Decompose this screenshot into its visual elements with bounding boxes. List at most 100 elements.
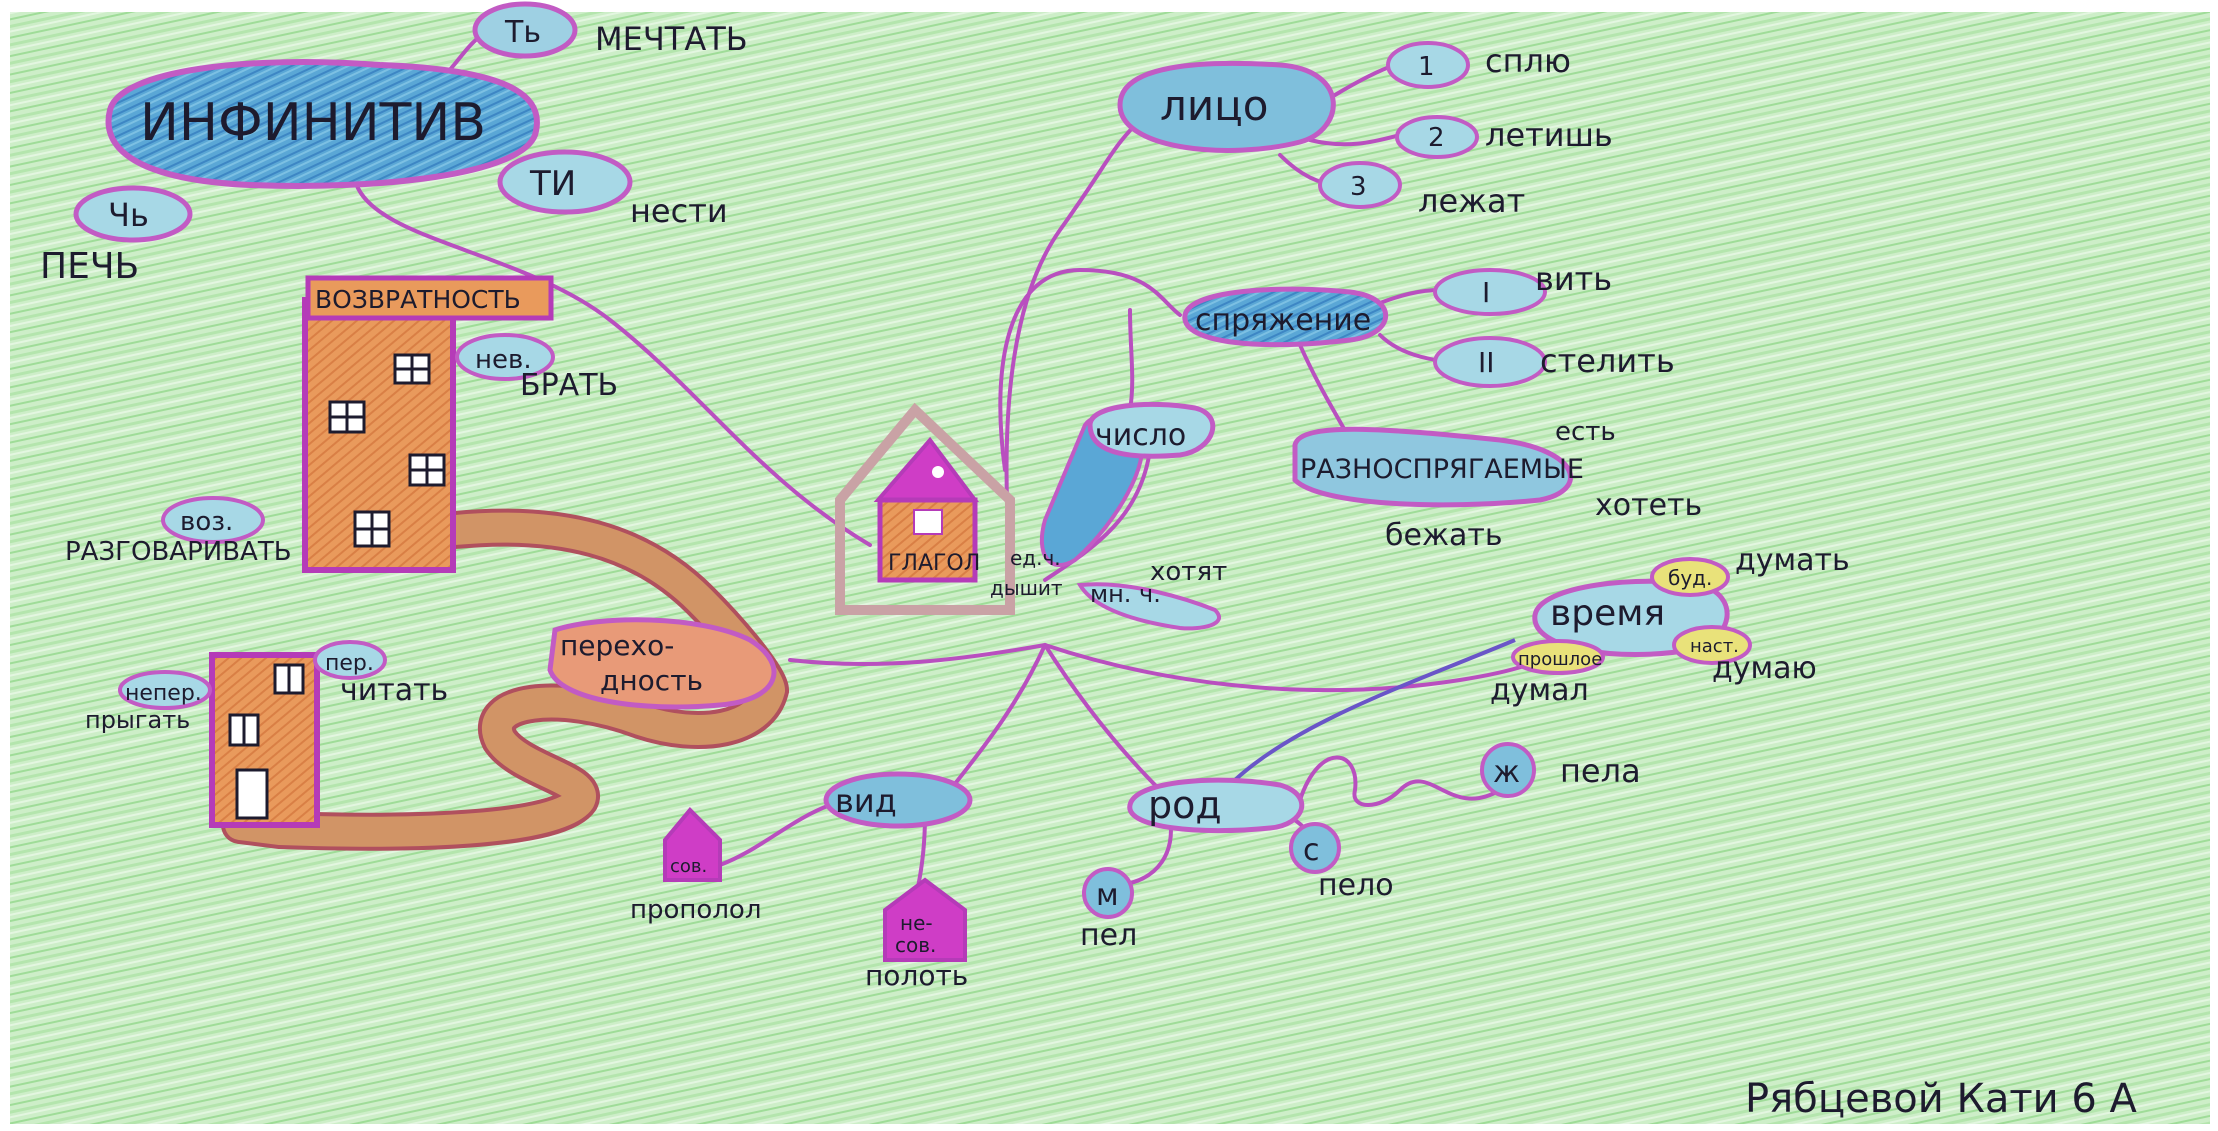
irregular-bubble (1292, 426, 1573, 508)
number-title: число (1095, 418, 1186, 453)
refl-example: РАЗГОВАРИВАТЬ (65, 537, 292, 567)
gender-m-tag: м (1096, 878, 1119, 913)
intrans-tag: непер. (125, 681, 202, 706)
intrans-example: прыгать (85, 706, 190, 734)
link-transitivity (788, 643, 1047, 667)
tense-cluster: время буд. думать прошлое думал наст. ду… (1490, 543, 1850, 708)
ti-label: ТИ (529, 164, 576, 204)
aspect-cluster: вид сов. прополол не- сов. полоть (630, 771, 973, 992)
center-label: ГЛАГОЛ (888, 551, 980, 576)
person-title: лицо (1160, 81, 1268, 130)
perf-house-icon (663, 807, 722, 882)
link-gender (1043, 643, 1162, 792)
tb-lower-label: Чь (108, 196, 149, 234)
trans-bubble (313, 640, 387, 680)
center-house-outline (835, 402, 1015, 615)
gender-bubble (1127, 777, 1305, 834)
transitivity-building: пер. читать непер. прыгать перехо- дност… (85, 617, 777, 828)
refl-tag: воз. (180, 507, 233, 537)
transitivity-title-1: перехо- (560, 629, 674, 662)
tense-future-example: думать (1735, 543, 1850, 578)
infinitive-cluster: ИНФИНИТИВ Ть МЕЧТАТЬ ТИ нести Чь ПЕЧЬ (40, 1, 748, 287)
person-cluster: лицо 1 сплю 2 летишь 3 лежат (1117, 41, 1613, 220)
gender-f-example: пела (1560, 752, 1641, 790)
tense-past-tag: прошлое (1518, 649, 1602, 670)
plural-bubble (1076, 582, 1221, 631)
link-aspect-perf (718, 803, 832, 867)
road (221, 508, 790, 851)
tb-lower-bubble (73, 185, 193, 243)
nonrefl-bubble (455, 333, 555, 381)
nonrefl-tag: нев. (475, 345, 532, 375)
link-number-down (1043, 448, 1152, 582)
aspect-bubble (823, 771, 973, 829)
tb-upper-label: Ть (504, 15, 541, 50)
link-gender-f (1298, 755, 1502, 807)
transitivity-bubble (547, 617, 777, 710)
link-person (1004, 118, 1142, 562)
conj-2-example: стелить (1540, 342, 1675, 380)
number-cluster: число ед.ч. дышит мн. ч. хотят (990, 401, 1227, 631)
reflexive-sign (305, 275, 554, 321)
gender-cluster: род м пел с пело ж пела (1080, 742, 1641, 953)
reflexive-title: ВОЗВРАТНОСТЬ (315, 285, 521, 314)
tense-present-example: думаю (1712, 651, 1817, 686)
irregular-example-3: бежать (1385, 518, 1503, 553)
tb-upper-bubble (472, 1, 578, 59)
trans-example: читать (340, 673, 448, 708)
door-icon (235, 768, 269, 820)
gender-n-tag: с (1303, 833, 1320, 868)
irregular-example-2: хотеть (1595, 488, 1702, 523)
tense-title: время (1550, 593, 1665, 634)
irregular-example-1: есть (1555, 417, 1616, 447)
conjugation-title: спряжение (1195, 303, 1371, 338)
tb-upper-example: МЕЧТАТЬ (595, 20, 748, 58)
perf-tag: сов. (670, 856, 707, 877)
person-2-num: 2 (1428, 123, 1445, 153)
infinitive-title: ИНФИНИТИВ (140, 93, 486, 153)
ti-example: нести (630, 192, 728, 230)
reflexive-building: ВОЗВРАТНОСТЬ нев. БРАТЬ воз. РАЗГОВАРИВА… (65, 275, 618, 573)
person-bubble (1117, 60, 1336, 153)
gender-f-tag: ж (1493, 755, 1520, 790)
person-1-num: 1 (1418, 52, 1435, 82)
perf-example: прополол (630, 895, 761, 925)
conj-1-num: I (1482, 276, 1490, 309)
link-infinitive (353, 178, 872, 547)
link-tense-gender (1233, 638, 1516, 782)
trans-tag: пер. (325, 651, 374, 676)
plural-tag: мн. ч. (1090, 580, 1161, 608)
nonrefl-example: БРАТЬ (520, 368, 618, 403)
conjugation-bubble (1182, 286, 1389, 348)
infinitive-bubble (105, 59, 540, 189)
link-aspect (948, 643, 1047, 792)
intrans-bubble (118, 670, 212, 710)
person-3-num: 3 (1350, 172, 1367, 202)
link-number (1128, 308, 1135, 412)
gender-title: род (1148, 783, 1222, 827)
transitivity-title-2: дность (600, 664, 703, 697)
link-conjugation (998, 267, 1182, 472)
reflexive-windows (328, 353, 446, 548)
tense-past-example: думал (1490, 673, 1589, 708)
imperf-house-icon (883, 877, 967, 962)
imperf-tag-1: не- (900, 911, 933, 935)
plural-example: хотят (1150, 557, 1227, 587)
gender-n-example: пело (1318, 868, 1394, 903)
tb-lower-example: ПЕЧЬ (40, 246, 139, 287)
aspect-title: вид (835, 782, 897, 820)
ti-bubble (497, 149, 633, 215)
conjugation-cluster: спряжение I вить II стелить РАЗНОСПРЯГАЕ… (1182, 260, 1702, 553)
refl-bubble (161, 496, 265, 544)
number-bubble (1087, 401, 1216, 459)
imperf-tag-2: сов. (895, 933, 936, 957)
link-person-2 (1308, 133, 1402, 147)
person-1-example: сплю (1485, 42, 1571, 80)
imperf-example: полоть (865, 959, 968, 992)
tense-future-tag: буд. (1668, 566, 1712, 590)
conj-1-example: вить (1535, 260, 1612, 298)
singular-tag: ед.ч. (1010, 546, 1061, 570)
gender-m-example: пел (1080, 918, 1137, 953)
